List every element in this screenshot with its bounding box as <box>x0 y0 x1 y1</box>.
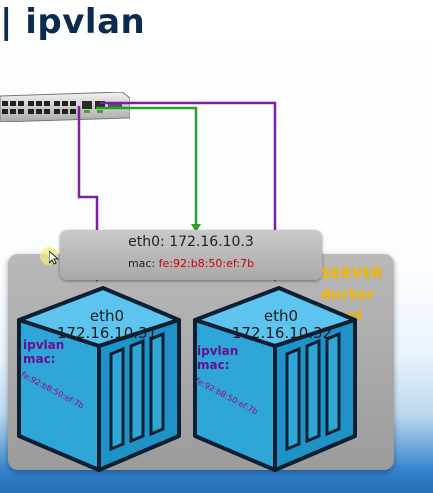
uplink-wire-green <box>96 106 198 228</box>
page-title: | ipvlan <box>0 2 146 42</box>
container-cube-icon <box>193 286 357 472</box>
container-wire-right <box>100 101 277 277</box>
container-1-mac-prefix: mac: <box>23 352 56 366</box>
server-label-line-1: SERVER <box>321 266 383 282</box>
network-switch-icon <box>0 92 130 122</box>
container-2-iface: eth0 <box>263 307 299 325</box>
container-1-ip: 172.16.10.31 <box>56 324 158 342</box>
server-label-line-2: docker <box>321 287 375 303</box>
host-eth0-label: eth0: 172.16.10.3 <box>128 234 254 250</box>
container-cube-icon <box>17 286 181 472</box>
uplink-arrowhead <box>191 224 201 232</box>
container-2-mode: ipvlan <box>197 344 239 358</box>
host-interface-box: eth0: 172.16.10.3 mac: fe:92:b8:50:ef:7b <box>60 230 322 280</box>
host-mac-prefix: mac: <box>127 257 156 270</box>
container-1-mode: ipvlan <box>23 338 65 352</box>
host-mac-value: fe:92:b8:50:ef:7b <box>158 257 255 270</box>
container-2-ip: 172.16.10.32 <box>231 324 333 342</box>
mouse-cursor-icon <box>49 251 59 265</box>
container-1-iface: eth0 <box>89 307 125 325</box>
container-2-mac-prefix: mac: <box>197 358 230 372</box>
host-mac-label: mac: fe:92:b8:50:ef:7b <box>60 257 322 270</box>
